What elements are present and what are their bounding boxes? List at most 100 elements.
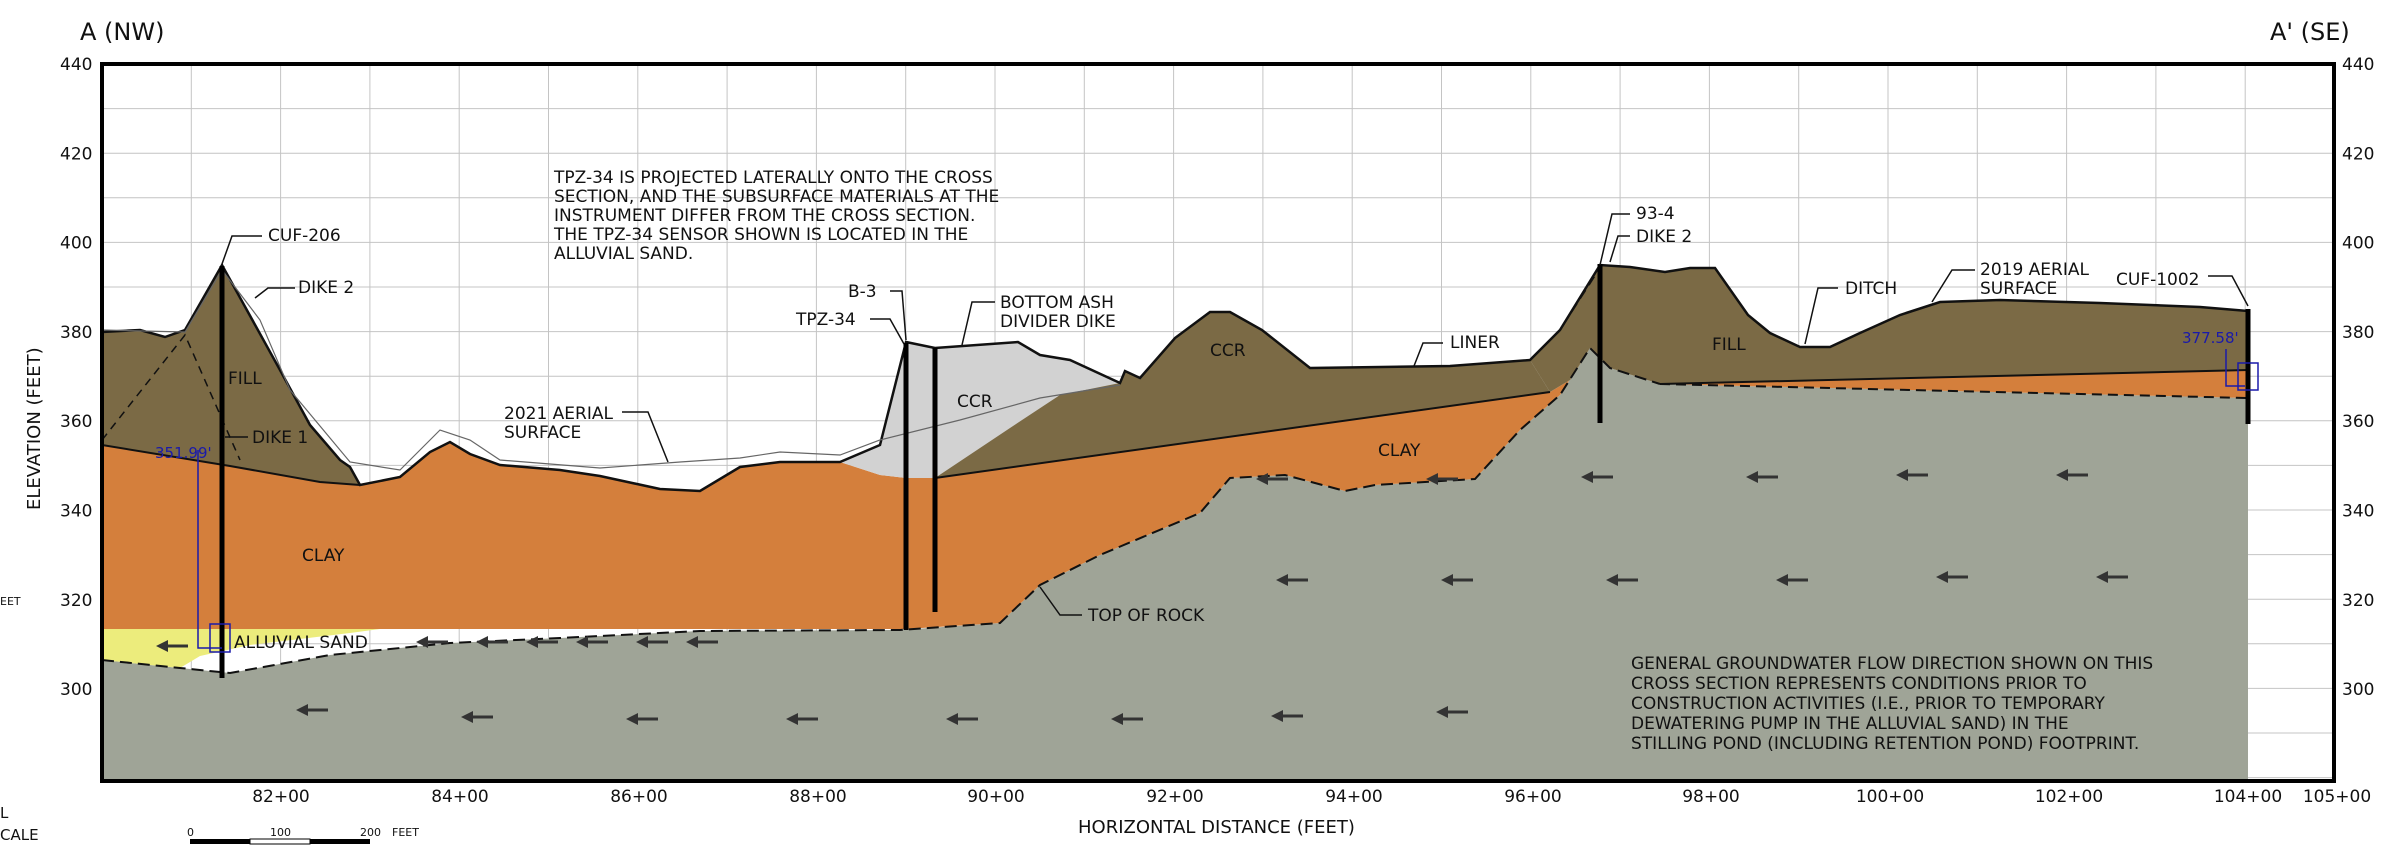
tpz34-note-line: SECTION, AND THE SUBSURFACE MATERIALS AT… xyxy=(554,187,999,207)
flow-arrow xyxy=(1581,471,1593,483)
label-tpz34: TPZ-34 xyxy=(795,310,856,330)
flow-arrow xyxy=(1776,574,1788,586)
flow-note-line: CROSS SECTION REPRESENTS CONDITIONS PRIO… xyxy=(1631,674,2087,694)
label-dike2-left: DIKE 2 xyxy=(298,278,354,298)
label-2019-aerial-1: 2019 AERIAL xyxy=(1980,260,2089,280)
y-tick-label: 360 xyxy=(2342,412,2374,432)
y-tick-label: 320 xyxy=(2342,591,2374,611)
leader-2019-aerial xyxy=(1931,269,1975,303)
label-top-of-rock: TOP OF ROCK xyxy=(1087,606,1205,626)
flow-note-line: CONSTRUCTION ACTIVITIES (I.E., PRIOR TO … xyxy=(1631,694,2105,714)
scale-bar-mid: 100 xyxy=(270,826,291,839)
x-tick-label: 92+00 xyxy=(1146,787,1204,807)
x-tick-label: 104+00 xyxy=(2214,787,2282,807)
leader-2021-aerial xyxy=(622,411,669,463)
x-tick-label: 84+00 xyxy=(431,787,489,807)
water-level-right: 377.58' xyxy=(2182,329,2239,347)
x-tick-label: 98+00 xyxy=(1682,787,1740,807)
x-tick-label: 90+00 xyxy=(967,787,1025,807)
leader-bottom-ash xyxy=(961,301,995,346)
groundwater-flow-arrows xyxy=(156,469,2128,725)
x-tick-label: 96+00 xyxy=(1504,787,1562,807)
sensor-left-box xyxy=(209,623,231,653)
y-tick-label: 440 xyxy=(60,55,92,75)
flow-arrow xyxy=(1276,574,1288,586)
flow-arrow xyxy=(296,704,308,716)
y-tick-label: 300 xyxy=(60,680,92,700)
tpz34-note-line: INSTRUMENT DIFFER FROM THE CROSS SECTION… xyxy=(554,206,975,226)
aerial-2021-surface-line xyxy=(102,268,1121,471)
flow-arrow xyxy=(636,636,648,648)
tpz34-note-line: THE TPZ-34 SENSOR SHOWN IS LOCATED IN TH… xyxy=(553,225,968,245)
scale-bar-segment xyxy=(249,838,311,845)
scale-bar-segment xyxy=(190,839,250,844)
flow-arrow xyxy=(1441,574,1453,586)
flow-arrow xyxy=(1606,574,1618,586)
flow-arrow xyxy=(1436,706,1448,718)
top-of-rock-line xyxy=(102,346,1661,675)
flow-arrow xyxy=(686,636,698,648)
section-start-label: A (NW) xyxy=(80,18,164,46)
ccr-base-line xyxy=(934,391,1551,479)
flow-arrow xyxy=(1256,473,1268,485)
liner-line xyxy=(1449,267,1601,367)
leader-ditch xyxy=(1804,287,1838,345)
section-end-label: A' (SE) xyxy=(2270,18,2350,46)
edge-label-cale: CALE xyxy=(0,826,39,844)
label-bottom-ash-2: DIVIDER DIKE xyxy=(1000,312,1116,332)
leader-liner xyxy=(1413,342,1443,367)
y-tick-label: 420 xyxy=(2342,144,2374,164)
x-tick-label: 102+00 xyxy=(2035,787,2103,807)
flow-arrow xyxy=(1271,710,1283,722)
label-2021-aerial-1: 2021 AERIAL xyxy=(504,404,613,424)
fill-left xyxy=(102,265,360,485)
tpz34-note: TPZ-34 IS PROJECTED LATERALLY ONTO THE C… xyxy=(553,168,999,264)
y-tick-label: 380 xyxy=(2342,323,2374,343)
rock-layer xyxy=(102,348,2248,781)
x-tick-label: 100+00 xyxy=(1856,787,1924,807)
scale-bar-unit: FEET xyxy=(392,826,419,839)
x-tick-label: 86+00 xyxy=(610,787,668,807)
flow-arrow xyxy=(626,713,638,725)
flow-arrow xyxy=(1896,469,1908,481)
leader-tpz34 xyxy=(870,318,905,345)
flow-note-line: STILLING POND (INCLUDING RETENTION POND)… xyxy=(1631,734,2139,754)
y-tick-label: 320 xyxy=(60,591,92,611)
fill-right xyxy=(1530,265,2248,392)
geologic-layers xyxy=(102,265,2248,781)
y-tick-label: 380 xyxy=(60,323,92,343)
leader-dike2-left xyxy=(254,287,295,299)
flow-note: GENERAL GROUNDWATER FLOW DIRECTION SHOWN… xyxy=(1631,654,2153,754)
flow-arrow xyxy=(2056,469,2068,481)
y-tick-label: 400 xyxy=(60,234,92,254)
flow-arrow xyxy=(156,640,168,652)
x-tick-label: 82+00 xyxy=(252,787,310,807)
leader-lines xyxy=(221,213,2249,616)
flow-note-line: GENERAL GROUNDWATER FLOW DIRECTION SHOWN… xyxy=(1631,654,2153,674)
flow-arrow xyxy=(476,636,488,648)
scale-bar: 0 100 200 FEET xyxy=(187,826,419,845)
flow-arrow xyxy=(461,711,473,723)
y-axis-title: ELEVATION (FEET) xyxy=(24,347,45,510)
y-tick-label: 340 xyxy=(2342,502,2374,522)
y-tick-label: 440 xyxy=(2342,55,2374,75)
flow-arrow xyxy=(1936,571,1948,583)
flow-arrow xyxy=(786,713,798,725)
leader-cuf1002 xyxy=(2208,275,2249,307)
boreholes xyxy=(219,264,2251,678)
tpz34-note-line: ALLUVIAL SAND. xyxy=(554,244,693,264)
label-clay-left: CLAY xyxy=(302,546,345,566)
label-clay-right: CLAY xyxy=(1378,441,1421,461)
label-ccr-top: CCR xyxy=(1210,341,1246,361)
label-fill-right: FILL xyxy=(1712,335,1746,355)
flow-arrow xyxy=(1111,713,1123,725)
clay-base-right-line xyxy=(1659,383,2249,399)
leader-top-of-rock xyxy=(1039,586,1082,616)
y-tick-label: 400 xyxy=(2342,234,2374,254)
flow-arrow xyxy=(576,636,588,648)
plot-frame xyxy=(100,62,2336,783)
water-level-markers xyxy=(197,349,2259,653)
